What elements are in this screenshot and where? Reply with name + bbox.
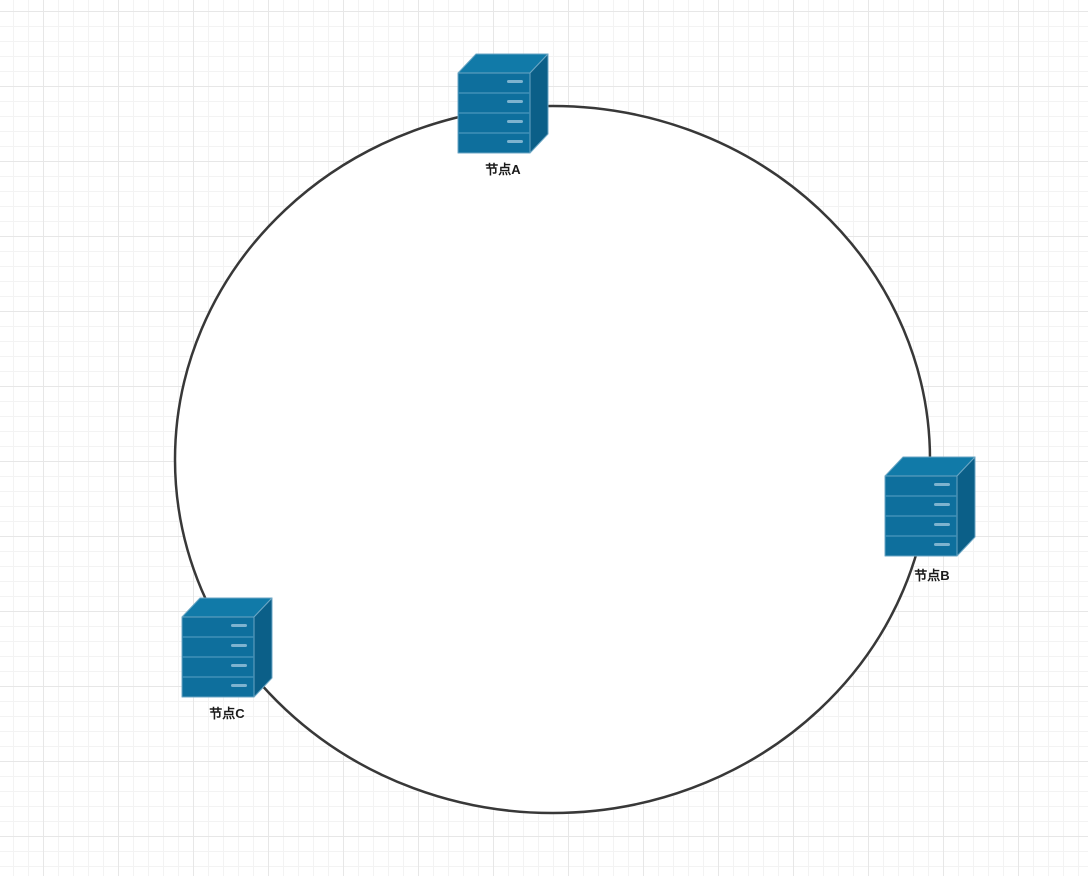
server-icon [181,597,273,698]
node-a[interactable] [457,53,549,154]
node-b-label[interactable]: 节点B [914,568,950,583]
server-icon [884,456,976,557]
node-a-label[interactable]: 节点A [485,162,521,177]
node-c-label[interactable]: 节点C [209,706,245,721]
server-icon [457,53,549,154]
ring-ellipse[interactable] [173,104,932,815]
node-c[interactable] [181,597,273,698]
node-b[interactable] [884,456,976,557]
